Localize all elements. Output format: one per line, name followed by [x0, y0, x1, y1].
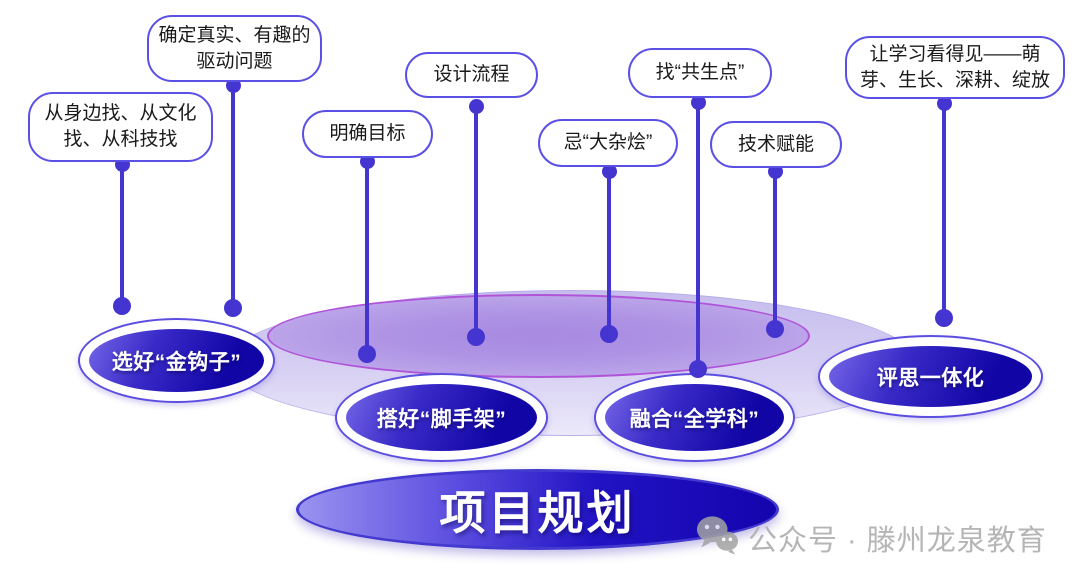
node-label: 搭好“脚手架”: [376, 407, 507, 431]
node-golden-hook: 选好“金钩子”: [78, 318, 275, 403]
callout-visible-learning: 让学习看得见——萌芽、生长、深耕、绽放: [845, 36, 1065, 99]
callout-find-sources: 从身边找、从文化找、从科技找: [28, 92, 213, 162]
connector-line: [231, 85, 235, 308]
connector-dot-bottom: [467, 328, 485, 346]
root-label: 项目规划: [439, 486, 636, 539]
callout-text: 设计流程: [433, 64, 510, 85]
connector-line: [773, 171, 777, 329]
connector-line: [942, 103, 946, 318]
connector-dot-bottom: [766, 320, 784, 338]
callout-text: 找“共生点”: [655, 62, 745, 83]
connector-line: [607, 171, 611, 334]
node-label: 选好“金钩子”: [111, 350, 242, 374]
connector-dot-top: [936, 95, 952, 111]
node-inner-ellipse: [89, 329, 264, 392]
watermark: 公众号 · 滕州龙泉教育: [694, 514, 1047, 562]
root-node-project-planning: 项目规划: [296, 469, 779, 550]
callout-clear-goals: 明确目标: [302, 110, 433, 158]
node-scaffold: 搭好“脚手架”: [335, 373, 548, 462]
connector-dot-bottom: [113, 297, 131, 315]
callout-text: 确定真实、有趣的驱动问题: [158, 24, 311, 72]
node-inner-ellipse: [605, 384, 784, 451]
callout-design-process: 设计流程: [405, 52, 538, 98]
connector-dot-bottom: [358, 345, 376, 363]
callout-text: 技术赋能: [737, 133, 814, 155]
callout-text: 从身边找、从文化找、从科技找: [44, 103, 197, 150]
connector-line: [474, 106, 478, 337]
connector-dot-bottom: [600, 325, 618, 343]
callout-symbiosis-point: 找“共生点”: [628, 48, 772, 98]
background-ellipse-inner: [267, 294, 810, 378]
callout-text: 让学习看得见——萌芽、生长、深耕、绽放: [859, 43, 1050, 91]
callout-text: 明确目标: [329, 123, 406, 144]
connector-dot-bottom: [224, 299, 242, 317]
node-label: 融合“全学科”: [629, 407, 760, 431]
callout-driving-question: 确定真实、有趣的驱动问题: [147, 15, 322, 82]
connector-dot-bottom: [689, 360, 707, 378]
node-inner-ellipse: [346, 384, 537, 451]
connector-dot-bottom: [935, 309, 953, 327]
connector-dot-top: [601, 163, 617, 179]
connector-dot-top: [690, 94, 706, 110]
node-all-subjects: 融合“全学科”: [594, 373, 795, 462]
connector-line: [696, 102, 700, 369]
callout-tech-empowerment: 技术赋能: [710, 121, 842, 168]
connector-line: [120, 164, 124, 306]
connector-line: [365, 161, 369, 354]
callout-text: 忌“大杂烩”: [563, 132, 653, 153]
node-inner-ellipse: [829, 346, 1032, 407]
connector-dot-top: [468, 98, 484, 114]
wechat-icon: [694, 514, 740, 562]
node-label: 评思一体化: [876, 366, 985, 390]
node-eval-integration: 评思一体化: [818, 335, 1043, 418]
watermark-text: 公众号 · 滕州龙泉教育: [748, 525, 1047, 557]
callout-avoid-hodgepodge: 忌“大杂烩”: [538, 119, 678, 167]
